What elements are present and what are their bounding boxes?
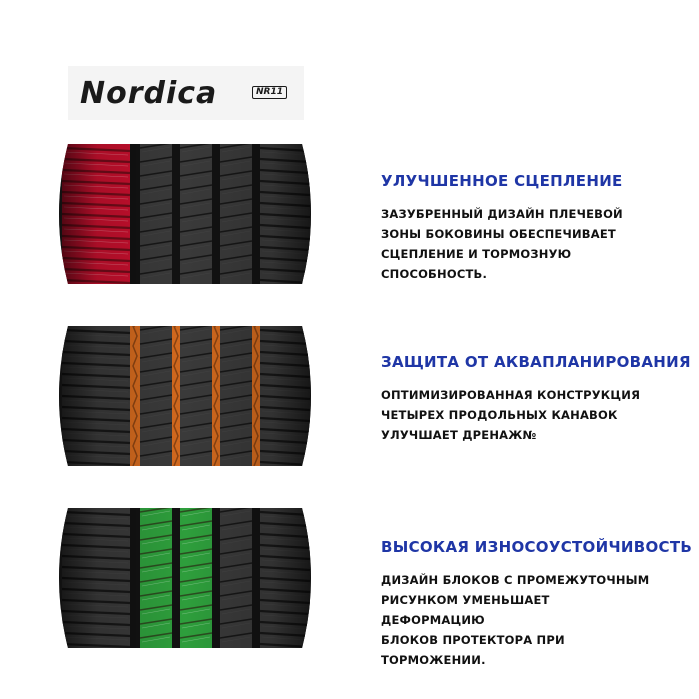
description-line: ЧЕТЫРЕХ ПРОДОЛЬНЫХ КАНАВОК [381, 408, 618, 422]
description-line: ОПТИМИЗИРОВАННАЯ КОНСТРУКЦИЯ [381, 388, 641, 402]
description-line: ЗАЗУБРЕННЫЙ ДИЗАЙН ПЛЕЧЕВОЙ [381, 207, 623, 221]
description-line: УЛУЧШАЕТ ДРЕНАЖ№ [381, 428, 537, 442]
feature-grip: УЛУЧШЕННОЕ СЦЕПЛЕНИЕ ЗАЗУБРЕННЫЙ ДИЗАЙН … [381, 172, 681, 284]
feature-wear-resistance: ВЫСОКАЯ ИЗНОСОУСТОЙЧИВОСТЬ ДИЗАЙН БЛОКОВ… [381, 538, 693, 670]
feature-description: ДИЗАЙН БЛОКОВ С ПРОМЕЖУТОЧНЫМ РИСУНКОМ У… [381, 570, 651, 670]
feature-description: ЗАЗУБРЕННЫЙ ДИЗАЙН ПЛЕЧЕВОЙ ЗОНЫ БОКОВИН… [381, 204, 651, 284]
feature-description: ОПТИМИЗИРОВАННАЯ КОНСТРУКЦИЯ ЧЕТЫРЕХ ПРО… [381, 385, 651, 445]
description-line: СЦЕПЛЕНИЕ И ТОРМОЗНУЮ [381, 247, 572, 261]
tire-tread-image-drainage [48, 326, 322, 466]
logo-text: Nordica [80, 76, 218, 111]
feature-title: УЛУЧШЕННОЕ СЦЕПЛЕНИЕ [381, 172, 623, 190]
description-line: БЛОКОВ ПРОТЕКТОРА ПРИ ТОРМОЖЕНИИ. [381, 633, 565, 667]
description-line: ДИЗАЙН БЛОКОВ С ПРОМЕЖУТОЧНЫМ [381, 573, 650, 587]
feature-title: ЗАЩИТА ОТ АКВАПЛАНИРОВАНИЯ [381, 353, 691, 371]
brand-logo: Nordica NR11 [68, 66, 304, 120]
feature-aquaplaning: ЗАЩИТА ОТ АКВАПЛАНИРОВАНИЯ ОПТИМИЗИРОВАН… [381, 353, 691, 445]
description-line: РИСУНКОМ УМЕНЬШАЕТ ДЕФОРМАЦИЮ [381, 593, 550, 627]
tire-tread-image-wear [48, 508, 322, 648]
model-badge: NR11 [252, 86, 287, 99]
description-line: СПОСОБНОСТЬ. [381, 267, 488, 281]
tire-tread-image-grip [48, 144, 322, 284]
feature-title: ВЫСОКАЯ ИЗНОСОУСТОЙЧИВОСТЬ [381, 538, 693, 556]
description-line: ЗОНЫ БОКОВИНЫ ОБЕСПЕЧИВАЕТ [381, 227, 616, 241]
